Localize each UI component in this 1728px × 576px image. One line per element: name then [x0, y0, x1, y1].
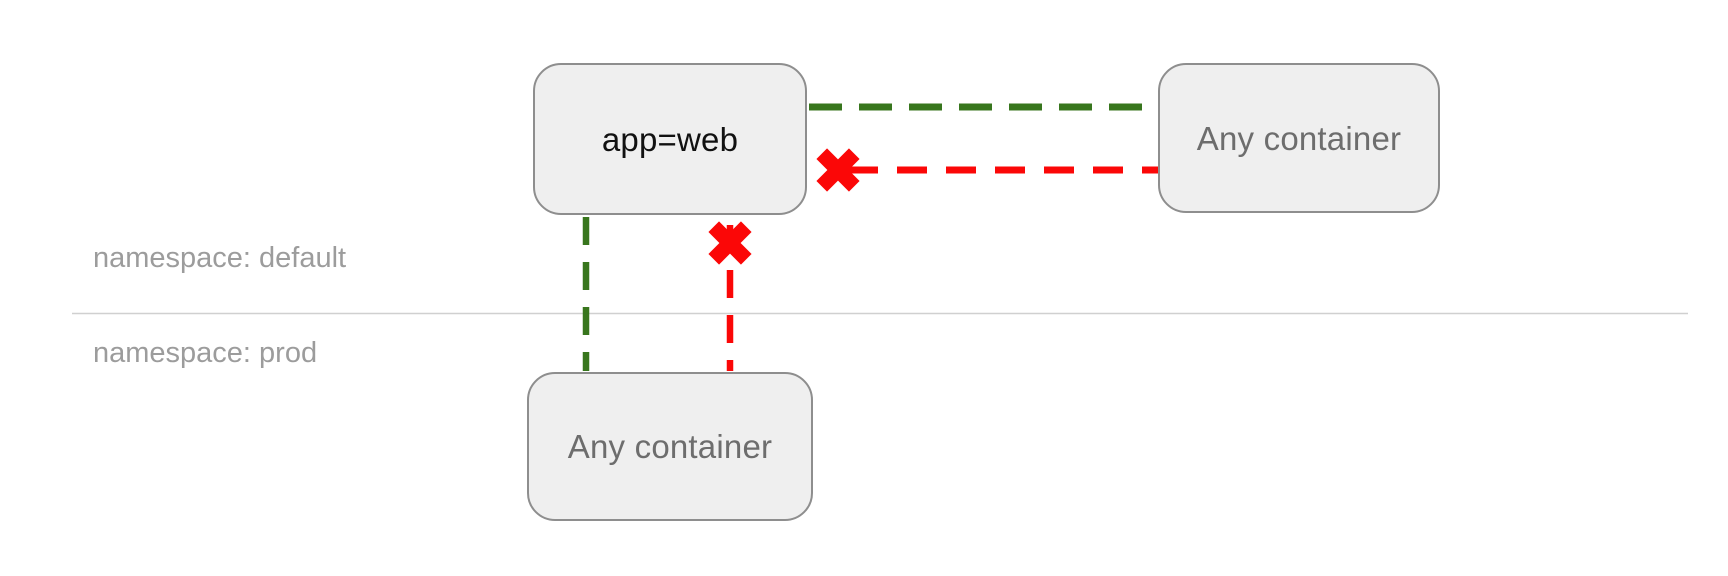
node-any-container-prod-label: Any container: [567, 428, 773, 465]
node-any-container-default-label: Any container: [1196, 119, 1402, 157]
blocked-x-icon: [816, 148, 860, 192]
blocked-x-icon: [708, 221, 752, 265]
namespace-default-label: namespace: default: [93, 242, 347, 274]
namespace-prod-label: namespace: prod: [93, 337, 318, 369]
node-app-web: app=web: [533, 63, 807, 215]
node-any-container-default: Any container: [1158, 63, 1440, 213]
node-any-container-prod: Any container: [527, 372, 813, 521]
node-app-web-label: app=web: [601, 120, 739, 158]
